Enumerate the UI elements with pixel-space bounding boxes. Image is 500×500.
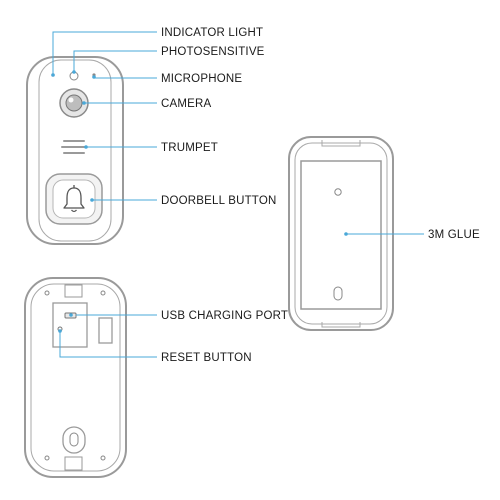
bracket-screw-slot-bottom <box>333 286 343 301</box>
doorbell-button <box>45 173 103 225</box>
back-screw-bottom-right <box>100 455 106 461</box>
label-trumpet: TRUMPET <box>161 142 218 154</box>
label-3m-glue: 3M GLUE <box>428 229 480 241</box>
front-leader-lines <box>51 31 157 202</box>
usb-port-panel <box>52 302 88 348</box>
bracket-top-notch <box>321 140 361 147</box>
doorbell-front-view <box>26 56 124 245</box>
label-indicator-light: INDICATOR LIGHT <box>161 27 263 39</box>
back-screw-top-right <box>100 290 106 296</box>
glue-leader-line <box>344 232 424 236</box>
back-bottom-clip <box>64 456 83 471</box>
back-keyhole <box>62 426 86 454</box>
bracket-bottom-notch <box>321 322 361 328</box>
bracket-screw-hole-top <box>334 188 342 196</box>
back-side-slot <box>98 317 113 344</box>
label-microphone: MICROPHONE <box>161 73 242 85</box>
back-screw-top-left <box>44 290 50 296</box>
label-usb-charging-port: USB CHARGING PORT <box>161 310 288 322</box>
speaker-grill <box>61 140 87 154</box>
label-reset-button: RESET BUTTON <box>161 352 252 364</box>
doorbell-back-view <box>24 277 127 478</box>
front-faceplate-outline <box>38 59 112 242</box>
label-doorbell-button: DOORBELL BUTTON <box>161 195 276 207</box>
bell-icon <box>63 185 85 213</box>
label-camera: CAMERA <box>161 98 212 110</box>
camera-icon <box>59 88 89 118</box>
label-photosensitive: PHOTOSENSITIVE <box>161 46 265 58</box>
back-body-outline <box>24 277 127 478</box>
back-inner-outline <box>30 283 121 472</box>
back-top-clip <box>64 284 83 298</box>
bracket-plate <box>300 160 382 310</box>
back-leader-lines <box>58 313 157 358</box>
front-body-outline <box>26 56 124 245</box>
back-screw-bottom-left <box>44 455 50 461</box>
